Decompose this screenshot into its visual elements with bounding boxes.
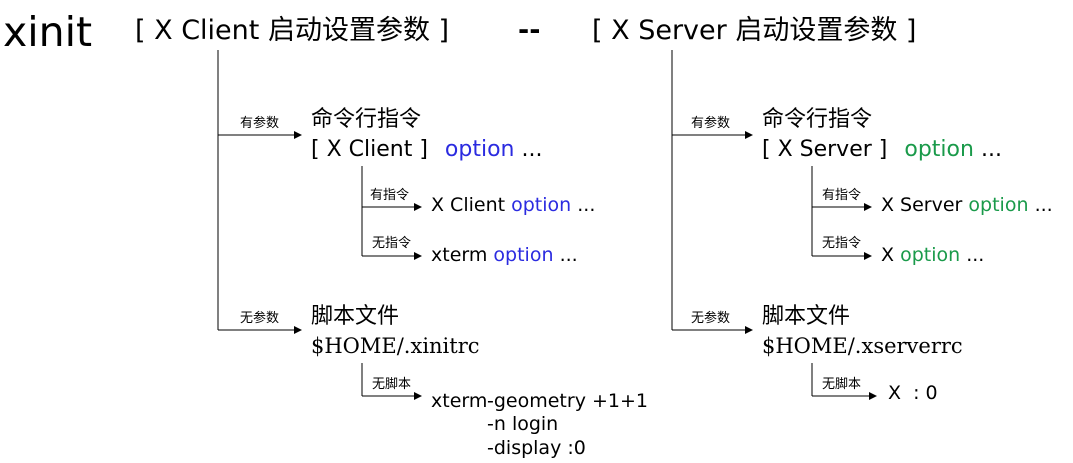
client-has-cmd-option: option — [511, 194, 572, 216]
server-cmd-prefix: [ X Server ] — [762, 137, 888, 162]
header-separator: -- — [518, 15, 541, 46]
server-has-cmd-line: X Server option ... — [881, 196, 1053, 215]
server-cmd-ellipsis: ... — [980, 137, 1002, 162]
client-cmd-prefix: [ X Client ] — [311, 137, 428, 162]
server-cmd-syntax: [ X Server ] option ... — [762, 139, 1002, 161]
server-with-args-label: 有参数 — [691, 116, 731, 131]
server-header: [ X Server 启动设置参数 ] — [592, 15, 917, 46]
client-cmd-syntax: [ X Client ] option ... — [311, 139, 542, 161]
server-cmd-title: 命令行指令 — [762, 107, 873, 132]
server-no-args-label: 无参数 — [691, 311, 731, 326]
client-cmd-title: 命令行指令 — [311, 107, 422, 132]
server-has-cmd-prefix: X Server — [881, 194, 963, 216]
client-default-arg: -geometry +1+1 — [487, 390, 648, 412]
server-no-cmd-ellipsis: ... — [966, 244, 985, 266]
client-has-cmd-ellipsis: ... — [577, 194, 596, 216]
client-no-cmd-label: 无指令 — [372, 236, 412, 251]
server-has-cmd-option: option — [968, 194, 1029, 216]
client-no-script-label: 无脚本 — [372, 377, 412, 392]
client-has-cmd-prefix: X Client — [431, 194, 506, 216]
client-header: [ X Client 启动设置参数 ] — [135, 15, 450, 46]
server-cmd-option: option — [904, 137, 974, 162]
server-script-path: $HOME/.xserverrc — [762, 334, 963, 358]
client-has-cmd-line: X Client option ... — [431, 196, 595, 215]
server-no-cmd-line: X option ... — [881, 246, 984, 265]
server-script-title: 脚本文件 — [762, 304, 851, 329]
client-no-cmd-ellipsis: ... — [559, 244, 578, 266]
server-no-cmd-prefix: X — [881, 244, 895, 266]
server-no-cmd-label: 无指令 — [822, 236, 862, 251]
server-default-cmd: X : 0 — [888, 382, 938, 404]
client-default-arg: -display :0 — [487, 437, 586, 459]
client-no-args-label: 无参数 — [240, 311, 280, 326]
client-with-args-label: 有参数 — [240, 116, 280, 131]
client-default-arg: -n login — [487, 413, 559, 435]
client-has-cmd-label: 有指令 — [370, 188, 410, 203]
server-has-cmd-ellipsis: ... — [1034, 194, 1053, 216]
program-title: xinit — [3, 8, 93, 56]
server-no-script-label: 无脚本 — [822, 377, 862, 392]
client-script-title: 脚本文件 — [311, 304, 400, 329]
client-cmd-option: option — [444, 137, 515, 162]
client-no-cmd-option: option — [493, 244, 554, 266]
client-script-path: $HOME/.xinitrc — [311, 334, 480, 358]
client-cmd-ellipsis: ... — [521, 137, 543, 162]
client-no-cmd-prefix: xterm — [431, 244, 488, 266]
server-has-cmd-label: 有指令 — [822, 188, 862, 203]
server-no-cmd-option: option — [900, 244, 961, 266]
client-default-cmd: xterm — [431, 390, 488, 412]
client-no-cmd-line: xterm option ... — [431, 246, 578, 265]
